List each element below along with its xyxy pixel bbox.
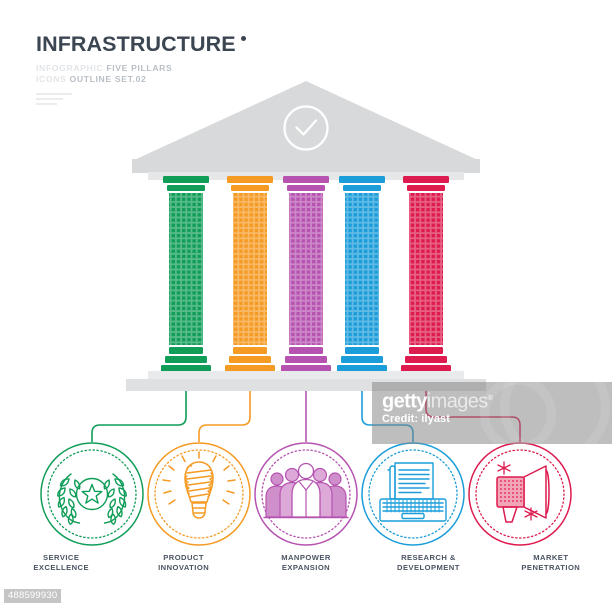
label-market-penetration: MARKET PENETRATION — [490, 553, 612, 573]
label-service-excellence: SERVICE EXCELLENCE — [0, 553, 122, 573]
label-line-1: RESEARCH & — [401, 553, 456, 562]
page-title: INFRASTRUCTURE — [36, 32, 296, 56]
icon-badge-research-development[interactable] — [361, 442, 465, 546]
header: INFRASTRUCTURE INFOGRAPHIC FIVE PILLARS … — [36, 32, 296, 108]
subtitle-line-2: ICONS OUTLINE SET.02 — [36, 74, 296, 85]
decorative-rule-1 — [36, 92, 72, 95]
check-icon — [295, 119, 318, 136]
subtitle-line-1: INFOGRAPHIC FIVE PILLARS — [36, 63, 296, 74]
column-product-innovation[interactable] — [225, 176, 275, 372]
megaphone-icon — [496, 461, 550, 523]
subtitle-line-2-light: ICONS — [36, 73, 67, 84]
subtitle: INFOGRAPHIC FIVE PILLARS ICONS OUTLINE S… — [36, 63, 296, 85]
label-line-2: EXPANSION — [281, 563, 331, 572]
icon-badge-service-excellence[interactable] — [40, 442, 144, 546]
label-manpower-expansion: MANPOWER EXPANSION — [245, 553, 367, 573]
spiral-lightbulb-icon — [162, 451, 236, 519]
connector-product-innovation — [198, 391, 251, 442]
subtitle-line-1-dark: FIVE PILLARS — [106, 62, 173, 73]
trademark-icon: ® — [487, 395, 493, 402]
column-manpower-expansion[interactable] — [281, 176, 331, 372]
label-line-2: INNOVATION — [158, 563, 210, 572]
check-circle-icon — [283, 105, 329, 151]
column-service-excellence[interactable] — [161, 176, 211, 372]
watermark-credit: Credit: ilyast — [382, 413, 451, 425]
laurel-wreath-star-icon — [57, 473, 127, 525]
pillar-labels: SERVICE EXCELLENCE PRODUCT INNOVATION MA… — [0, 553, 612, 573]
watermark-swirl-2 — [480, 382, 556, 444]
label-line-1: SERVICE — [43, 553, 80, 562]
icon-badge-manpower-expansion[interactable] — [254, 442, 358, 546]
subtitle-line-2-dark: OUTLINE SET.02 — [69, 73, 147, 84]
column-research-development[interactable] — [337, 176, 387, 372]
getty-watermark: gettyimages® Credit: ilyast — [372, 382, 612, 444]
label-line-1: MANPOWER — [281, 553, 331, 562]
icon-badge-product-innovation[interactable] — [147, 442, 251, 546]
degree-dot-icon — [240, 36, 246, 41]
icon-badge-market-penetration[interactable] — [468, 442, 572, 546]
typewriter-document-icon — [379, 462, 447, 522]
getty-logo-light: images — [426, 390, 488, 413]
label-line-2: DEVELOPMENT — [397, 563, 460, 572]
label-line-2: PENETRATION — [521, 563, 581, 572]
decorative-rule-3 — [36, 102, 57, 105]
people-group-icon — [263, 462, 349, 519]
getty-logo-bold: getty — [382, 390, 427, 413]
label-line-1: MARKET — [533, 553, 569, 562]
connector-service-excellence — [91, 391, 187, 442]
getty-images-logo: gettyimages® — [382, 388, 493, 413]
column-market-penetration[interactable] — [401, 176, 451, 372]
label-line-1: PRODUCT — [163, 553, 204, 562]
decorative-rules — [36, 92, 296, 105]
label-product-innovation: PRODUCT INNOVATION — [122, 553, 244, 573]
entablature — [148, 172, 464, 180]
label-line-2: EXCELLENCE — [33, 563, 89, 572]
subtitle-line-1-light: INFOGRAPHIC — [36, 62, 104, 73]
label-research-development: RESEARCH & DEVELOPMENT — [367, 553, 489, 573]
asset-id: 488599930 — [4, 589, 62, 603]
page-title-text: INFRASTRUCTURE — [36, 32, 236, 56]
sparkle-icon — [497, 461, 538, 521]
decorative-rule-2 — [36, 97, 63, 100]
